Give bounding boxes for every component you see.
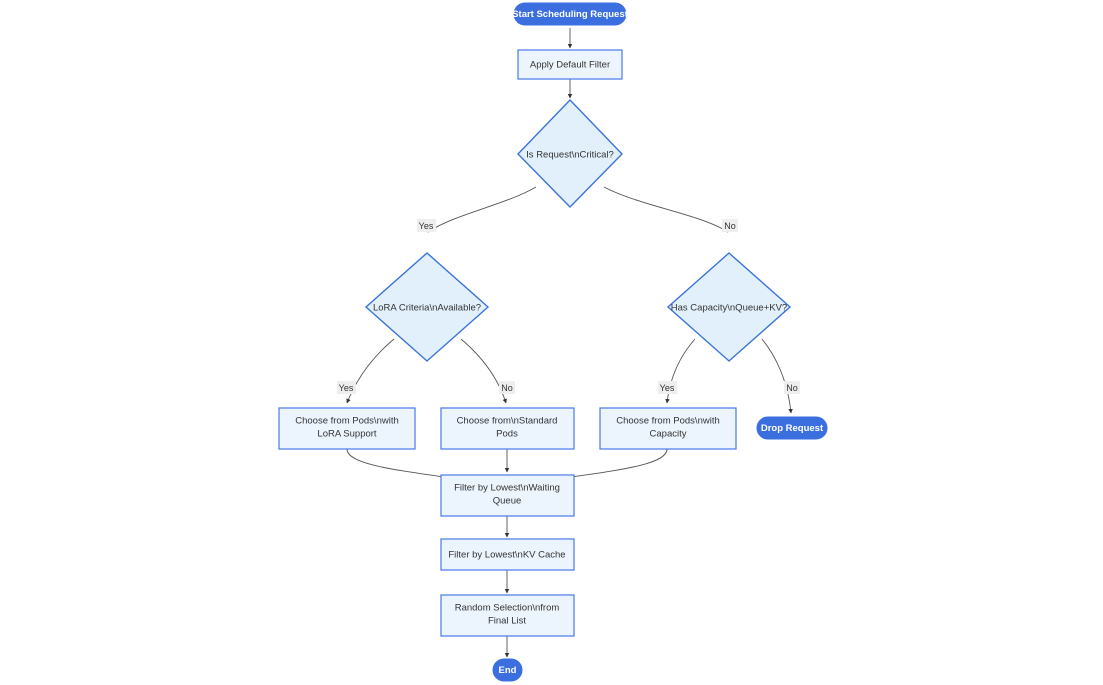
node-has-capacity-label: Has Capacity\nQueue+KV?	[671, 303, 787, 314]
node-random-selection-label-line1: Random Selection\nfrom	[455, 603, 560, 614]
node-apply-default-filter-shape[interactable]	[517, 49, 623, 80]
node-lora-criteria-available-label: LoRA Criteria\nAvailable?	[373, 303, 481, 314]
node-choose-pods-lora-shape[interactable]	[278, 407, 416, 450]
node-lora-criteria-available[interactable]: LoRA Criteria\nAvailable?	[364, 252, 490, 362]
node-drop-request-shape[interactable]	[756, 416, 828, 440]
node-filter-waiting-queue-label-line1: Filter by Lowest\nWaiting	[454, 483, 560, 494]
node-is-request-critical[interactable]: Is Request\nCritical?	[517, 98, 623, 208]
node-is-request-critical-shape[interactable]	[517, 98, 623, 208]
node-start-label: Start Scheduling Request	[512, 9, 628, 20]
node-filter-waiting-queue[interactable]: Filter by Lowest\nWaiting Queue	[440, 474, 575, 517]
node-choose-pods-lora[interactable]: Choose from Pods\nwith LoRA Support	[278, 407, 416, 450]
node-filter-waiting-queue-label-line2: Queue	[493, 496, 522, 507]
edge-label-critical-yes: Yes	[419, 221, 434, 231]
edge-label-bg-lora-no	[499, 381, 515, 394]
node-choose-pods-lora-label-line1: Choose from Pods\nwith	[295, 416, 399, 427]
edge-critical-yes-to-lora	[427, 186, 537, 233]
edge-label-lora-no: No	[501, 383, 513, 393]
node-apply-default-filter[interactable]: Apply Default Filter	[517, 49, 623, 80]
node-lora-criteria-available-shape[interactable]	[364, 252, 490, 362]
node-choose-standard-pods-label-line2: Pods	[496, 429, 518, 440]
node-choose-standard-pods-shape[interactable]	[440, 407, 575, 450]
node-filter-kv-cache[interactable]: Filter by Lowest\nKV Cache	[440, 538, 575, 571]
node-drop-request-label: Drop Request	[761, 423, 824, 434]
node-choose-pods-capacity-label-line1: Choose from Pods\nwith	[616, 416, 720, 427]
edge-capacity-yes-to-choose-capacity	[665, 338, 696, 404]
edge-label-bg-lora-yes	[337, 381, 356, 394]
node-filter-kv-cache-label: Filter by Lowest\nKV Cache	[448, 550, 565, 561]
node-choose-pods-lora-label-line2: LoRA Support	[317, 429, 377, 440]
edge-label-bg-critical-no	[722, 219, 738, 232]
edge-label-critical-no: No	[724, 221, 736, 231]
node-choose-standard-pods-label-line1: Choose from\nStandard	[457, 416, 558, 427]
nodes-layer: Start Scheduling Request Apply Default F…	[278, 2, 828, 682]
edge-labels-layer: Yes No Yes No Yes No	[337, 219, 800, 394]
node-choose-pods-capacity-label-line2: Capacity	[650, 429, 687, 440]
node-apply-default-filter-label: Apply Default Filter	[530, 60, 610, 71]
edge-lora-no-to-standard	[460, 338, 507, 404]
node-has-capacity[interactable]: Has Capacity\nQueue+KV?	[666, 252, 792, 362]
node-filter-waiting-queue-shape[interactable]	[440, 474, 575, 517]
node-start[interactable]: Start Scheduling Request	[512, 2, 629, 26]
node-end-label: End	[499, 665, 517, 676]
node-random-selection-label-line2: Final List	[488, 616, 526, 627]
node-filter-kv-cache-shape[interactable]	[440, 538, 575, 571]
edge-label-bg-capacity-no	[784, 381, 800, 394]
edge-label-capacity-no: No	[786, 383, 798, 393]
edge-label-capacity-yes: Yes	[660, 383, 675, 393]
node-drop-request[interactable]: Drop Request	[756, 416, 828, 440]
edge-lora-yes-to-choose-lora	[346, 338, 395, 404]
edge-capacity-no-to-drop	[761, 338, 793, 414]
edges-layer	[346, 28, 793, 658]
node-is-request-critical-label: Is Request\nCritical?	[526, 150, 614, 161]
edge-label-bg-critical-yes	[417, 219, 436, 232]
edge-critical-no-to-capacity	[603, 186, 729, 233]
node-choose-standard-pods[interactable]: Choose from\nStandard Pods	[440, 407, 575, 450]
node-choose-pods-capacity-shape[interactable]	[599, 407, 737, 450]
node-end-shape[interactable]	[492, 658, 523, 682]
node-random-selection-shape[interactable]	[440, 594, 575, 637]
node-start-shape[interactable]	[513, 2, 627, 26]
edge-label-lora-yes: Yes	[339, 383, 354, 393]
node-random-selection[interactable]: Random Selection\nfrom Final List	[440, 594, 575, 637]
node-choose-pods-capacity[interactable]: Choose from Pods\nwith Capacity	[599, 407, 737, 450]
edge-label-bg-capacity-yes	[658, 381, 677, 394]
node-has-capacity-shape[interactable]	[666, 252, 792, 362]
node-end[interactable]: End	[492, 658, 523, 682]
